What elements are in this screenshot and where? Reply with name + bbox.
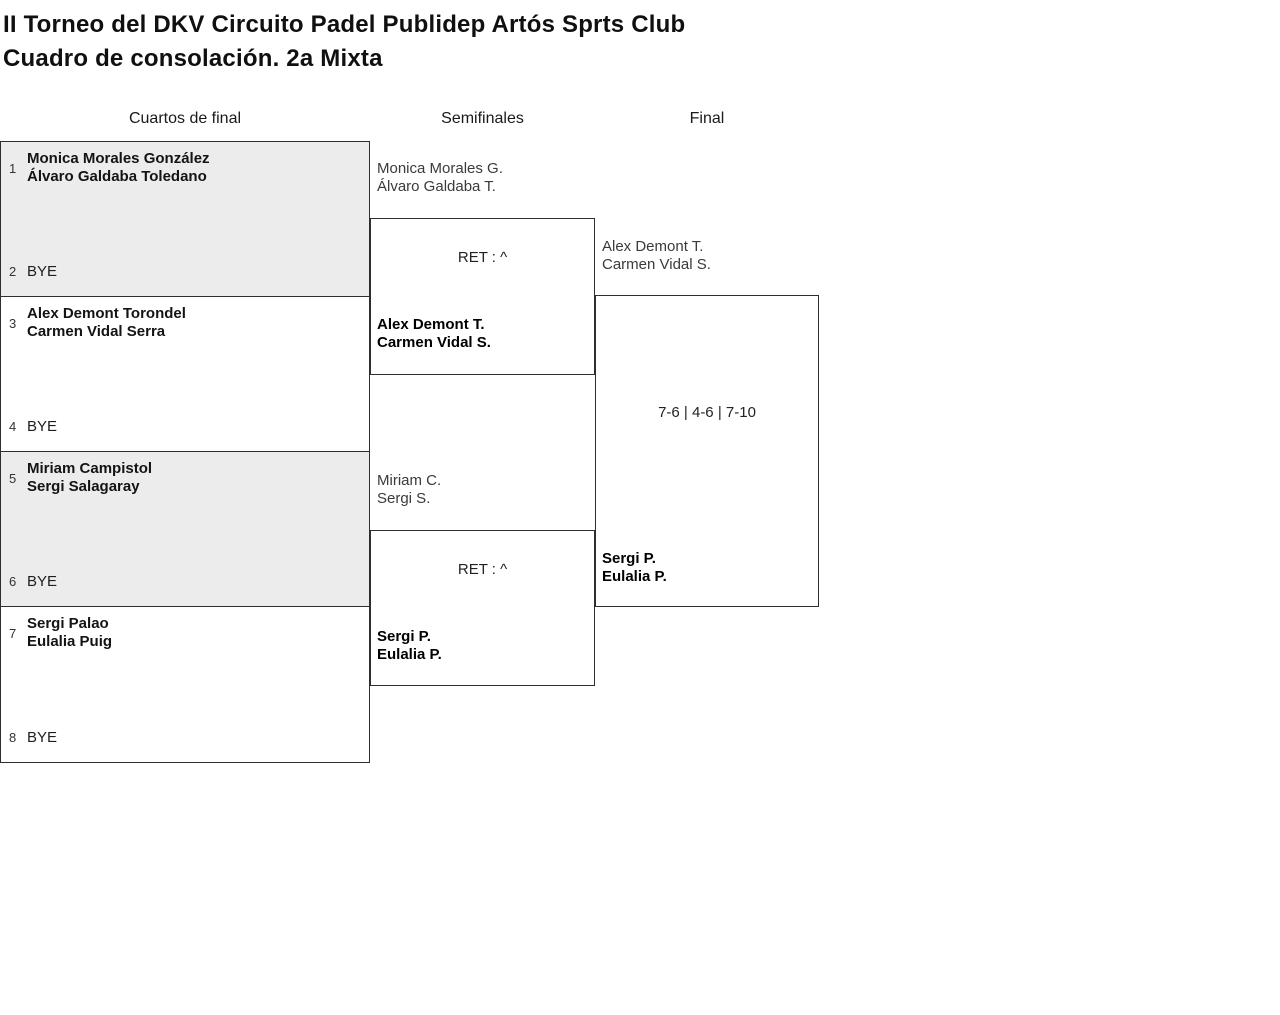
match-slot-bye: 4 BYE <box>9 418 363 435</box>
player-name: Sergi P. <box>602 550 656 567</box>
semifinal-2-winner: Sergi P. Eulalia P. <box>377 628 442 664</box>
player-name: Carmen Vidal Serra <box>27 323 166 340</box>
player-name: Sergi S. <box>377 490 431 507</box>
team-pair-name: Sergi Palao Eulalia Puig <box>27 615 112 651</box>
player-name: Sergi Salagaray <box>27 478 140 495</box>
match-slot-team: 5 Miriam Campistol Sergi Salagaray <box>9 460 363 496</box>
semifinal-1-team-top: Monica Morales G. Álvaro Galdaba T. <box>377 160 503 196</box>
semifinal-1-winner: Alex Demont T. Carmen Vidal S. <box>377 316 491 352</box>
final-match-box <box>595 295 819 607</box>
quarterfinal-match-2: 3 Alex Demont Torondel Carmen Vidal Serr… <box>0 296 370 452</box>
player-name: Carmen Vidal S. <box>602 256 711 273</box>
final-score: 7-6 | 4-6 | 7-10 <box>658 404 756 421</box>
player-name: Álvaro Galdaba Toledano <box>27 168 207 185</box>
seed-number: 7 <box>9 625 17 641</box>
column-header-quarterfinals: Cuartos de final <box>128 110 242 127</box>
page-title-line2: Cuadro de consolación. 2a Mixta <box>3 45 383 72</box>
player-name: Eulalia P. <box>377 646 442 663</box>
bye-label: BYE <box>27 263 58 280</box>
player-name: Álvaro Galdaba T. <box>377 178 496 195</box>
team-pair-name: Alex Demont Torondel Carmen Vidal Serra <box>27 305 186 341</box>
page-title: II Torneo del DKV Circuito Padel Publide… <box>3 8 685 76</box>
bye-label: BYE <box>27 573 58 590</box>
quarterfinal-match-4: 7 Sergi Palao Eulalia Puig 8 BYE <box>0 606 370 763</box>
semifinal-1-score: RET : ^ <box>457 249 508 266</box>
match-slot-team: 7 Sergi Palao Eulalia Puig <box>9 615 363 651</box>
seed-number: 5 <box>9 470 17 486</box>
seed-number: 1 <box>9 160 17 176</box>
player-name: Carmen Vidal S. <box>377 334 491 351</box>
player-name: Sergi Palao <box>27 615 109 632</box>
match-slot-team: 1 Monica Morales González Álvaro Galdaba… <box>9 150 363 186</box>
player-name: Alex Demont T. <box>602 238 704 255</box>
semifinal-2-score: RET : ^ <box>457 561 508 578</box>
quarterfinal-match-1: 1 Monica Morales González Álvaro Galdaba… <box>0 141 370 297</box>
quarterfinal-match-3: 5 Miriam Campistol Sergi Salagaray 6 BYE <box>0 451 370 607</box>
bye-label: BYE <box>27 729 58 746</box>
seed-number: 8 <box>9 730 17 745</box>
player-name: Monica Morales González <box>27 150 210 167</box>
column-header-final: Final <box>689 110 725 127</box>
match-slot-bye: 8 BYE <box>9 729 363 746</box>
player-name: Sergi P. <box>377 628 431 645</box>
match-slot-bye: 2 BYE <box>9 263 363 280</box>
seed-number: 3 <box>9 315 17 331</box>
semifinal-match-1-box <box>370 218 595 375</box>
seed-number: 4 <box>9 419 17 434</box>
final-team-top: Alex Demont T. Carmen Vidal S. <box>602 238 711 274</box>
semifinal-match-2-box <box>370 530 595 686</box>
player-name: Alex Demont Torondel <box>27 305 186 322</box>
semifinal-2-team-top: Miriam C. Sergi S. <box>377 472 441 508</box>
player-name: Eulalia P. <box>602 568 667 585</box>
team-pair-name: Monica Morales González Álvaro Galdaba T… <box>27 150 210 186</box>
player-name: Monica Morales G. <box>377 160 503 177</box>
player-name: Alex Demont T. <box>377 316 485 333</box>
player-name: Miriam C. <box>377 472 442 489</box>
bye-label: BYE <box>27 418 58 435</box>
player-name: Eulalia Puig <box>27 633 113 650</box>
page-title-line1: II Torneo del DKV Circuito Padel Publide… <box>3 11 686 38</box>
final-winner: Sergi P. Eulalia P. <box>602 550 667 586</box>
player-name: Miriam Campistol <box>27 460 153 477</box>
match-slot-team: 3 Alex Demont Torondel Carmen Vidal Serr… <box>9 305 363 341</box>
seed-number: 2 <box>9 264 17 279</box>
column-header-semifinals: Semifinales <box>441 110 524 127</box>
match-slot-bye: 6 BYE <box>9 573 363 590</box>
team-pair-name: Miriam Campistol Sergi Salagaray <box>27 460 152 496</box>
seed-number: 6 <box>9 574 17 589</box>
